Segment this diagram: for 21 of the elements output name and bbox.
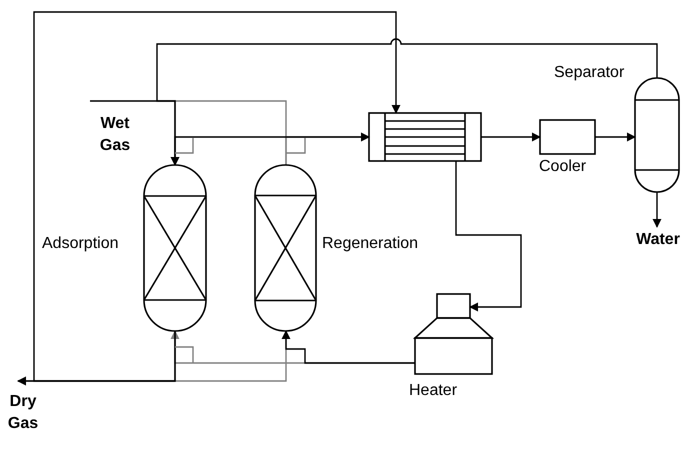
unit-label: Heater	[409, 381, 458, 401]
adsorber-column	[144, 165, 206, 331]
heater-furnace	[415, 294, 492, 374]
unit-label: Separator	[554, 63, 624, 83]
stream-label: Water	[630, 227, 686, 253]
flow-line	[481, 132, 541, 142]
cooler-box	[540, 120, 595, 154]
unit-label: Adsorption	[42, 234, 118, 254]
separator-vessel	[635, 78, 679, 192]
flow-line	[455, 161, 522, 312]
unit-label: Cooler	[539, 157, 586, 177]
flow-line	[33, 11, 400, 382]
stream-label: Wet Gas	[90, 101, 140, 161]
flow-line	[652, 192, 662, 228]
stream-label: Dry Gas	[0, 381, 46, 441]
flow-line	[595, 132, 636, 142]
adsorber-column	[255, 165, 316, 331]
flow-line	[282, 330, 415, 364]
unit-label: Regeneration	[322, 234, 418, 254]
heat-exchanger	[369, 113, 481, 161]
flow-line	[156, 38, 658, 166]
